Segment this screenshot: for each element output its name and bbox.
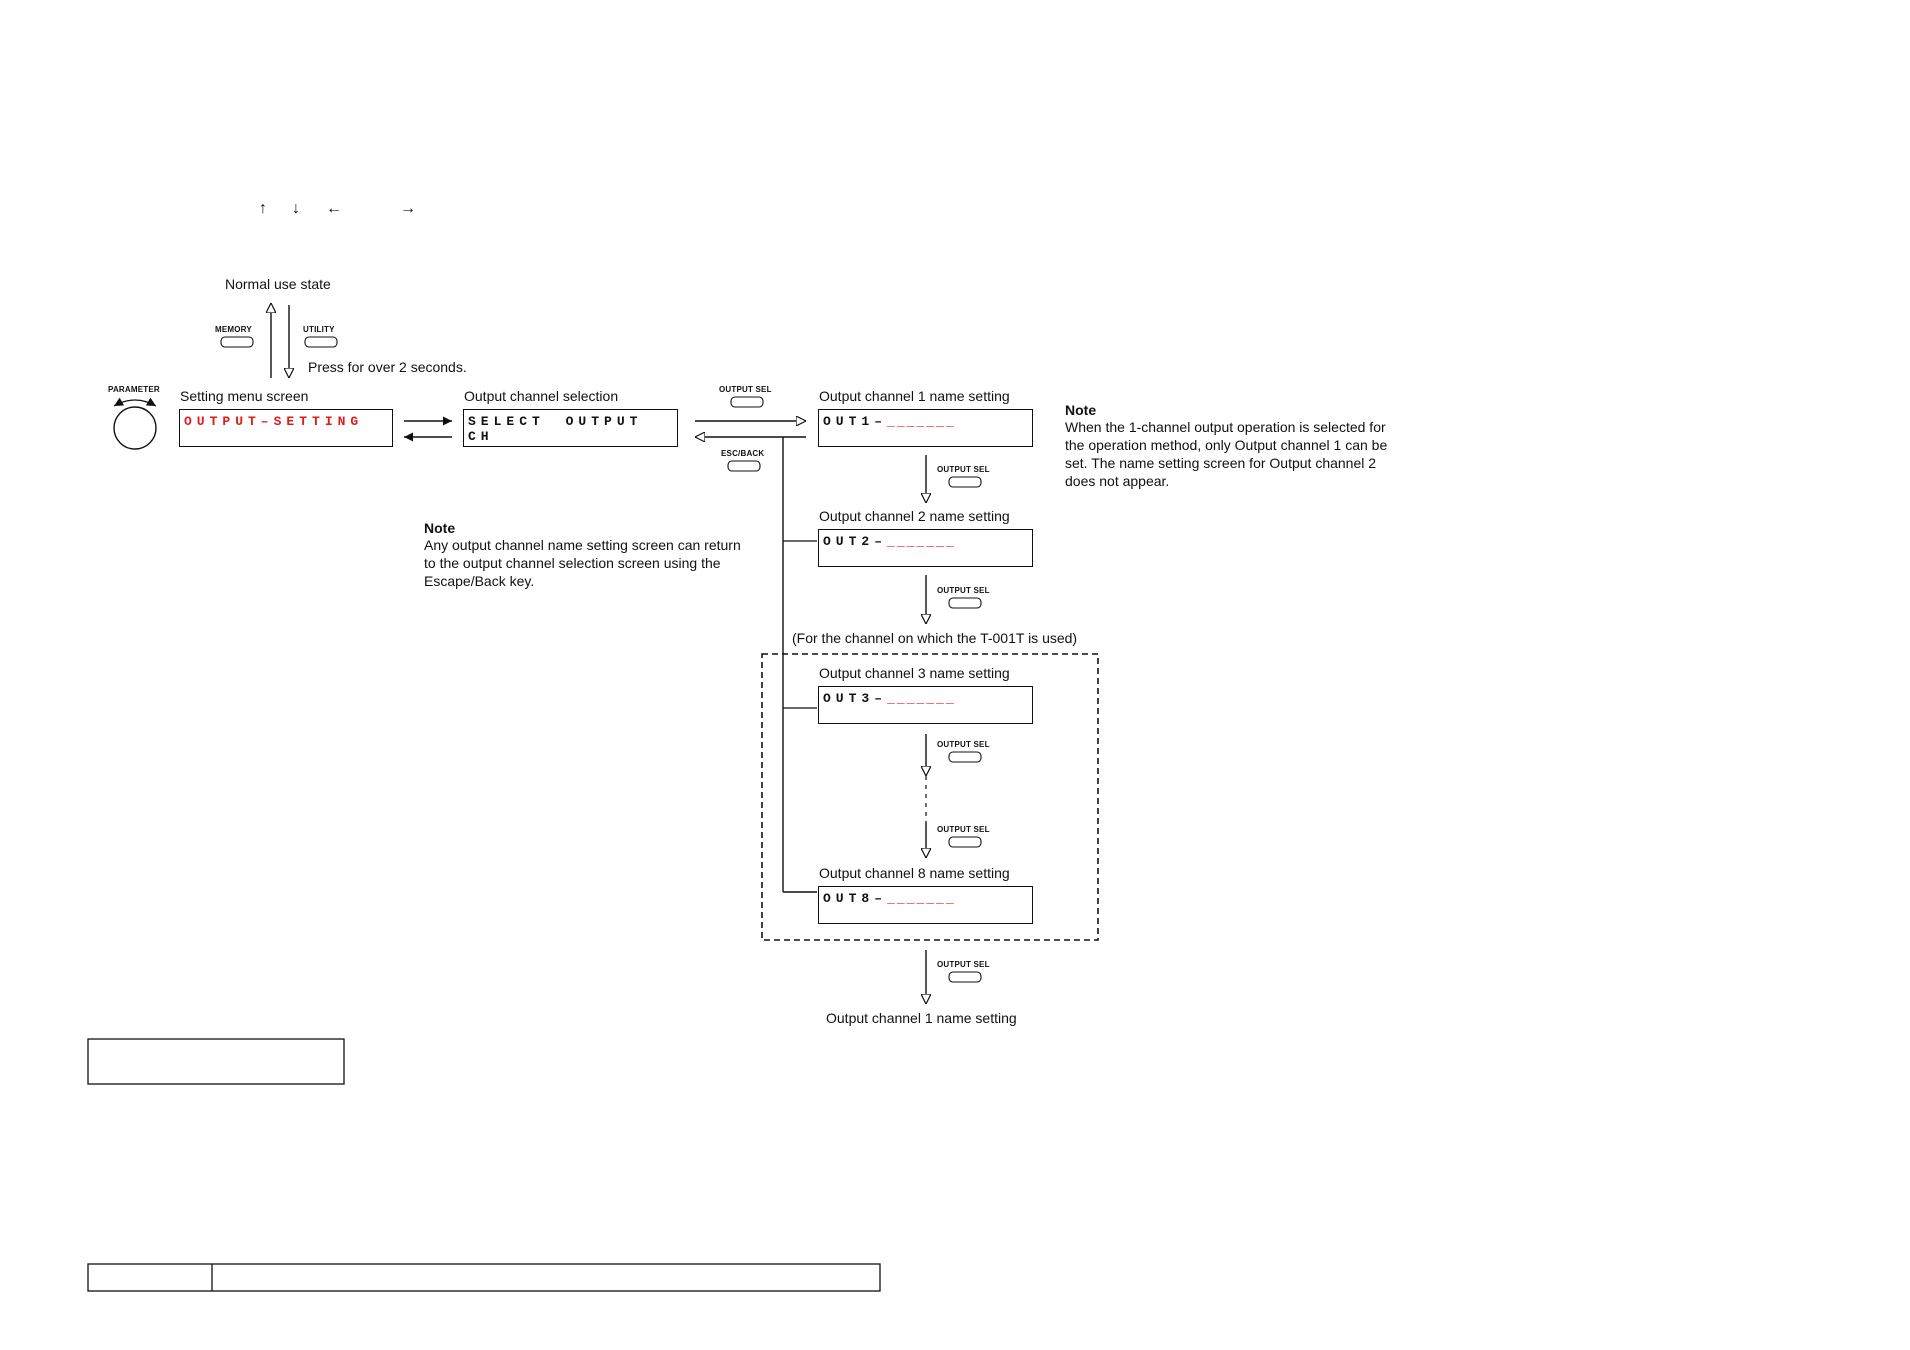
channel-2-lcd: OUT2–_______ bbox=[818, 529, 1033, 567]
output-sel-key-top-label: OUTPUT SEL bbox=[719, 385, 772, 394]
t001t-note: (For the channel on which the T-001T is … bbox=[792, 630, 1078, 646]
channel-3-dashes: _______ bbox=[887, 691, 956, 706]
setting-menu-label: Setting menu screen bbox=[180, 388, 309, 404]
output-sel-key-5 bbox=[948, 971, 982, 983]
channel-3-prefix: OUT3– bbox=[823, 691, 888, 706]
normal-use-state-label: Normal use state bbox=[225, 276, 331, 292]
channel-1-dashes: _______ bbox=[887, 414, 956, 429]
arrow-right-glyph: → bbox=[400, 200, 416, 217]
footer-box bbox=[87, 1263, 881, 1292]
output-sel-key-2-label: OUTPUT SEL bbox=[937, 586, 990, 595]
channel-1-label: Output channel 1 name setting bbox=[819, 388, 1010, 404]
channel-8-label: Output channel 8 name setting bbox=[819, 865, 1010, 881]
arrow-down-glyph: ↓ bbox=[292, 200, 300, 217]
note-left-title: Note bbox=[424, 520, 456, 536]
output-sel-key-3-label: OUTPUT SEL bbox=[937, 740, 990, 749]
note-right-body: When the 1-channel output operation is s… bbox=[1065, 419, 1388, 489]
output-sel-key-top bbox=[730, 396, 764, 408]
channel-8-lcd: OUT8–_______ bbox=[818, 886, 1033, 924]
esc-back-key-label: ESC/BACK bbox=[721, 449, 765, 458]
empty-box bbox=[87, 1038, 345, 1085]
note-right-title: Note bbox=[1065, 402, 1097, 418]
output-sel-key-2 bbox=[948, 597, 982, 609]
output-sel-key-4 bbox=[948, 836, 982, 848]
note-right: Note When the 1-channel output operation… bbox=[1065, 402, 1395, 490]
utility-key bbox=[304, 336, 338, 348]
output-sel-key-1 bbox=[948, 476, 982, 488]
parameter-key-label: PARAMETER bbox=[108, 385, 160, 394]
channel-8-dashes: _______ bbox=[887, 891, 956, 906]
channel-3-lcd: OUT3–_______ bbox=[818, 686, 1033, 724]
channel-2-label: Output channel 2 name setting bbox=[819, 508, 1010, 524]
press-hint: Press for over 2 seconds. bbox=[308, 359, 467, 375]
memory-key-label: MEMORY bbox=[215, 325, 252, 334]
utility-key-label: UTILITY bbox=[303, 325, 335, 334]
arrow-up-glyph: ↑ bbox=[259, 200, 267, 217]
output-sel-key-1-label: OUTPUT SEL bbox=[937, 465, 990, 474]
channel-3-label: Output channel 3 name setting bbox=[819, 665, 1010, 681]
channel-1-lcd: OUT1–_______ bbox=[818, 409, 1033, 447]
output-select-lcd: SELECT OUTPUT CH bbox=[463, 409, 678, 447]
output-select-lcd-text: SELECT OUTPUT CH bbox=[468, 414, 643, 444]
arrow-left-glyph: ← bbox=[326, 200, 342, 217]
note-left-body: Any output channel name setting screen c… bbox=[424, 537, 741, 589]
note-left: Note Any output channel name setting scr… bbox=[424, 520, 754, 590]
esc-back-key bbox=[727, 460, 761, 472]
parameter-knob bbox=[113, 406, 157, 450]
output-select-label: Output channel selection bbox=[464, 388, 619, 404]
t001t-region bbox=[761, 653, 1099, 941]
output-sel-key-3 bbox=[948, 751, 982, 763]
channel-2-prefix: OUT2– bbox=[823, 534, 888, 549]
parameter-rotate-arc bbox=[113, 397, 157, 407]
channel-1-prefix: OUT1– bbox=[823, 414, 888, 429]
final-channel-1-label: Output channel 1 name setting bbox=[826, 1010, 1017, 1026]
channel-2-dashes: _______ bbox=[887, 534, 956, 549]
output-sel-key-5-label: OUTPUT SEL bbox=[937, 960, 990, 969]
memory-key bbox=[220, 336, 254, 348]
output-sel-key-4-label: OUTPUT SEL bbox=[937, 825, 990, 834]
channel-8-prefix: OUT8– bbox=[823, 891, 888, 906]
setting-menu-lcd-text: OUTPUT–SETTING bbox=[184, 414, 364, 429]
setting-menu-lcd: OUTPUT–SETTING bbox=[179, 409, 393, 447]
